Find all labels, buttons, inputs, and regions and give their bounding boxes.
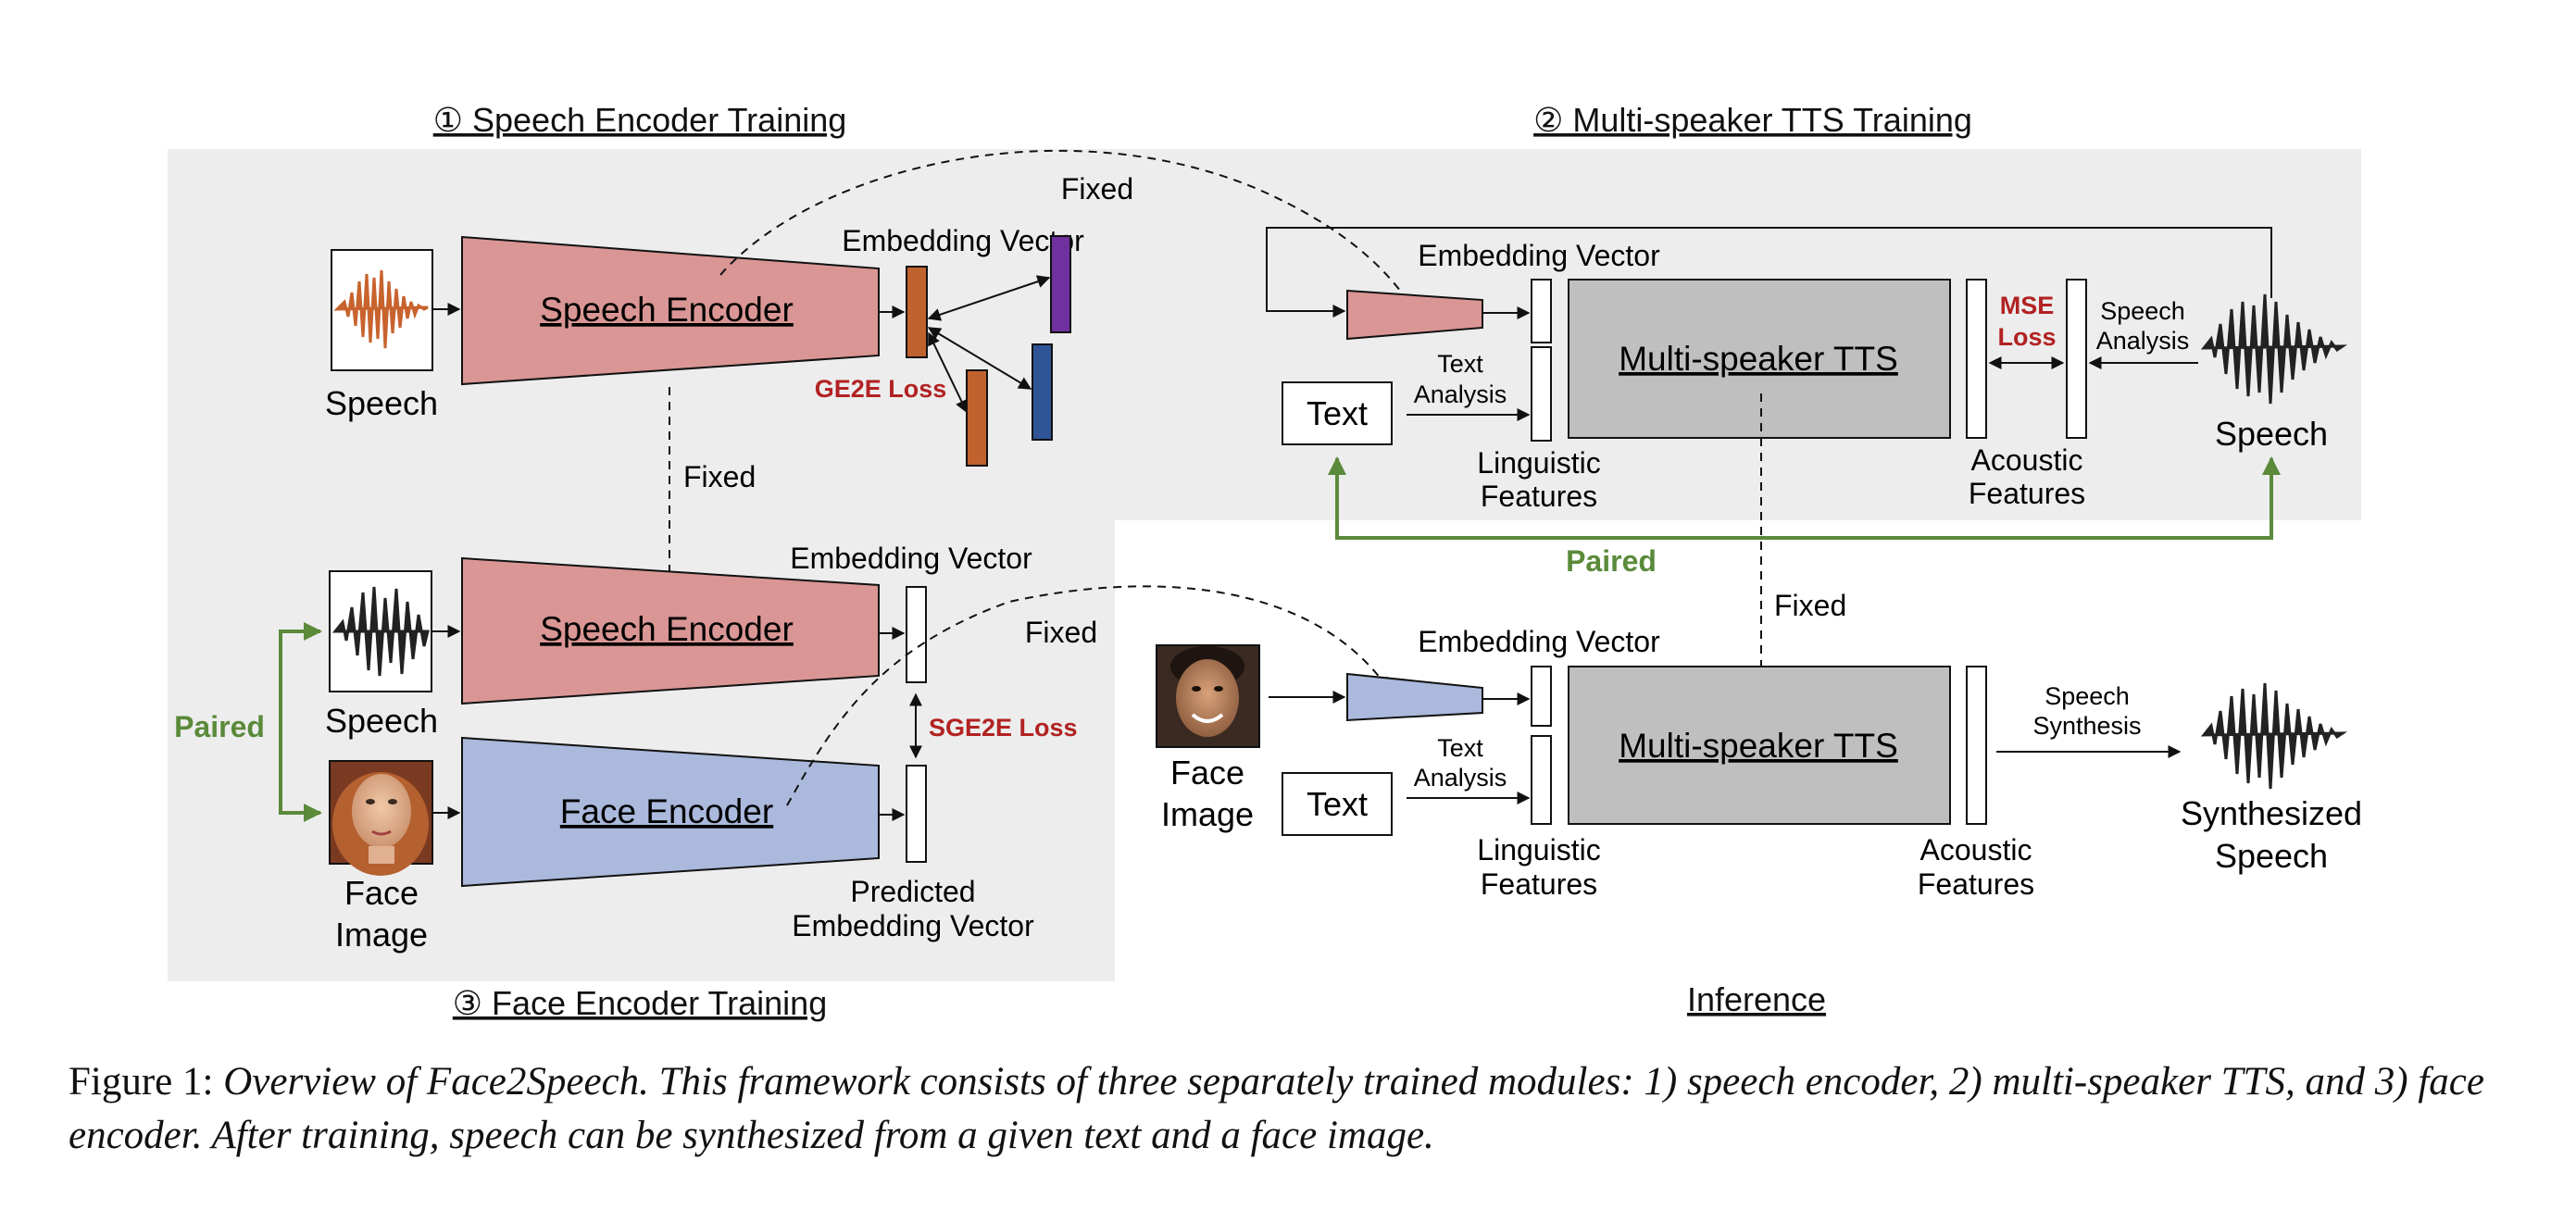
fixed-label-1: Fixed [1061,172,1133,206]
speech-label: Speech [325,384,438,422]
tts-block-training [1568,279,1951,439]
inf-acoustic-features [1966,666,1987,825]
synthesized-waveform-icon [2200,682,2348,790]
fixed-label-4: Fixed [1025,616,1097,649]
face-image-female-icon [329,760,433,876]
fe-face-label-2: Image [335,916,428,954]
embedding-vector-label: Embedding Vector [842,224,1084,257]
caption-text: Overview of Face2Speech. This framework … [69,1060,2484,1157]
fixed-arc-face-to-inference [786,585,1390,806]
section-title-inference: Inference [1687,980,1826,1018]
fixed-label-3: Fixed [1774,589,1846,622]
fe-speech-encoder-label: Speech Encoder [540,610,794,648]
inf-face-encoder-block [1346,672,1483,722]
fe-face-label-1: Face [344,874,419,912]
inf-face-label-2: Image [1161,795,1254,833]
fe-speech-encoder-block [461,556,880,705]
fe-embedding-vector [906,586,927,683]
speech-waveform-orange-icon [333,269,429,349]
fe-speech-label: Speech [325,702,438,740]
speech-synthesis-label-2: Synthesis [2032,712,2141,740]
embedding-vector-purple [1050,235,1071,333]
tts-linguistic-features [1531,346,1552,442]
tts-speaker-encoder-block [1346,289,1483,341]
inf-face-label-1: Face [1170,754,1244,792]
tts-label-training: Multi-speaker TTS [1619,340,1898,378]
tts-label-inference: Multi-speaker TTS [1619,727,1898,765]
speech-waveform-black-icon [2200,293,2348,405]
mse-label-1: MSE [2000,292,2055,319]
face-encoder-label: Face Encoder [560,792,773,830]
fixed-arc-speech-to-tts [719,149,1418,317]
mse-label-2: Loss [1997,323,2056,351]
acoustic-label-2: Features [1969,477,2085,510]
speech-analysis-label-1: Speech [2100,297,2185,325]
tts-predicted-acoustic [1966,279,1987,439]
section-title-speech-encoder-training: ① Speech Encoder Training [433,101,847,139]
inf-embedding-vector [1531,666,1552,727]
speech-encoder-label: Speech Encoder [540,291,794,329]
embedding-vector-orange-2 [966,369,988,467]
paired-label-fe: Paired [174,710,265,743]
acoustic-label-1: Acoustic [1971,443,2083,477]
caption-label: Figure 1: [69,1060,224,1104]
section-title-face-encoder-training: ③ Face Encoder Training [453,984,827,1022]
fe-embedding-vector-label: Embedding Vector [790,542,1032,575]
inf-acoustic-label-2: Features [1918,867,2034,901]
inf-text-box [1282,772,1393,836]
fe-predicted-embedding-vector [906,765,927,863]
fixed-label-2: Fixed [683,460,756,493]
speech-synthesis-label-1: Speech [2045,682,2130,710]
tts-embedding-vector-label: Embedding Vector [1418,239,1660,272]
paired-label-tts: Paired [1566,544,1657,578]
speech-analysis-label-2: Analysis [2096,327,2190,355]
inf-linguistic-label-1: Linguistic [1477,833,1600,867]
tts-block-inference [1568,666,1951,825]
tts-speech-label: Speech [2215,415,2328,453]
tts-target-acoustic [2066,279,2087,439]
linguistic-label-1: Linguistic [1477,446,1600,480]
inf-acoustic-label-1: Acoustic [1920,833,2032,867]
face-encoder-block [461,736,880,888]
embedding-vector-blue [1032,343,1053,441]
paired-connector-tts [1328,456,2281,540]
section-title-tts-training: ② Multi-speaker TTS Training [1533,101,1972,139]
inf-text-analysis-label-1: Text [1437,734,1483,762]
embedding-vector-orange [906,266,928,358]
tts-text-box [1282,381,1393,445]
inf-linguistic-label-2: Features [1481,867,1597,901]
inf-text-label: Text [1307,785,1368,823]
linguistic-label-2: Features [1481,480,1597,513]
ge2e-loss-label: GE2E Loss [815,375,947,403]
face-image-male-icon [1156,644,1260,748]
tts-text-label: Text [1307,394,1368,432]
inf-linguistic-features [1531,735,1552,825]
sge2e-loss-label: SGE2E Loss [929,714,1078,742]
predicted-label-2: Embedding Vector [792,909,1034,942]
tts-embedding-vector [1531,279,1552,343]
paired-connector-fe [279,622,322,822]
synthesized-label-2: Speech [2215,837,2328,875]
inf-text-analysis-label-2: Analysis [1414,764,1507,792]
predicted-label-1: Predicted [850,875,975,908]
speech-encoder-block [461,235,880,386]
figure-caption: Figure 1: Overview of Face2Speech. This … [69,1055,2532,1163]
fe-speech-waveform-icon [331,586,430,677]
inf-embedding-vector-label: Embedding Vector [1418,625,1660,658]
text-analysis-label-1: Text [1437,350,1483,378]
synthesized-label-1: Synthesized [2181,794,2362,832]
face2speech-diagram: ① Speech Encoder Training ② Multi-speake… [168,101,2362,1022]
text-analysis-label-2: Analysis [1414,380,1507,408]
